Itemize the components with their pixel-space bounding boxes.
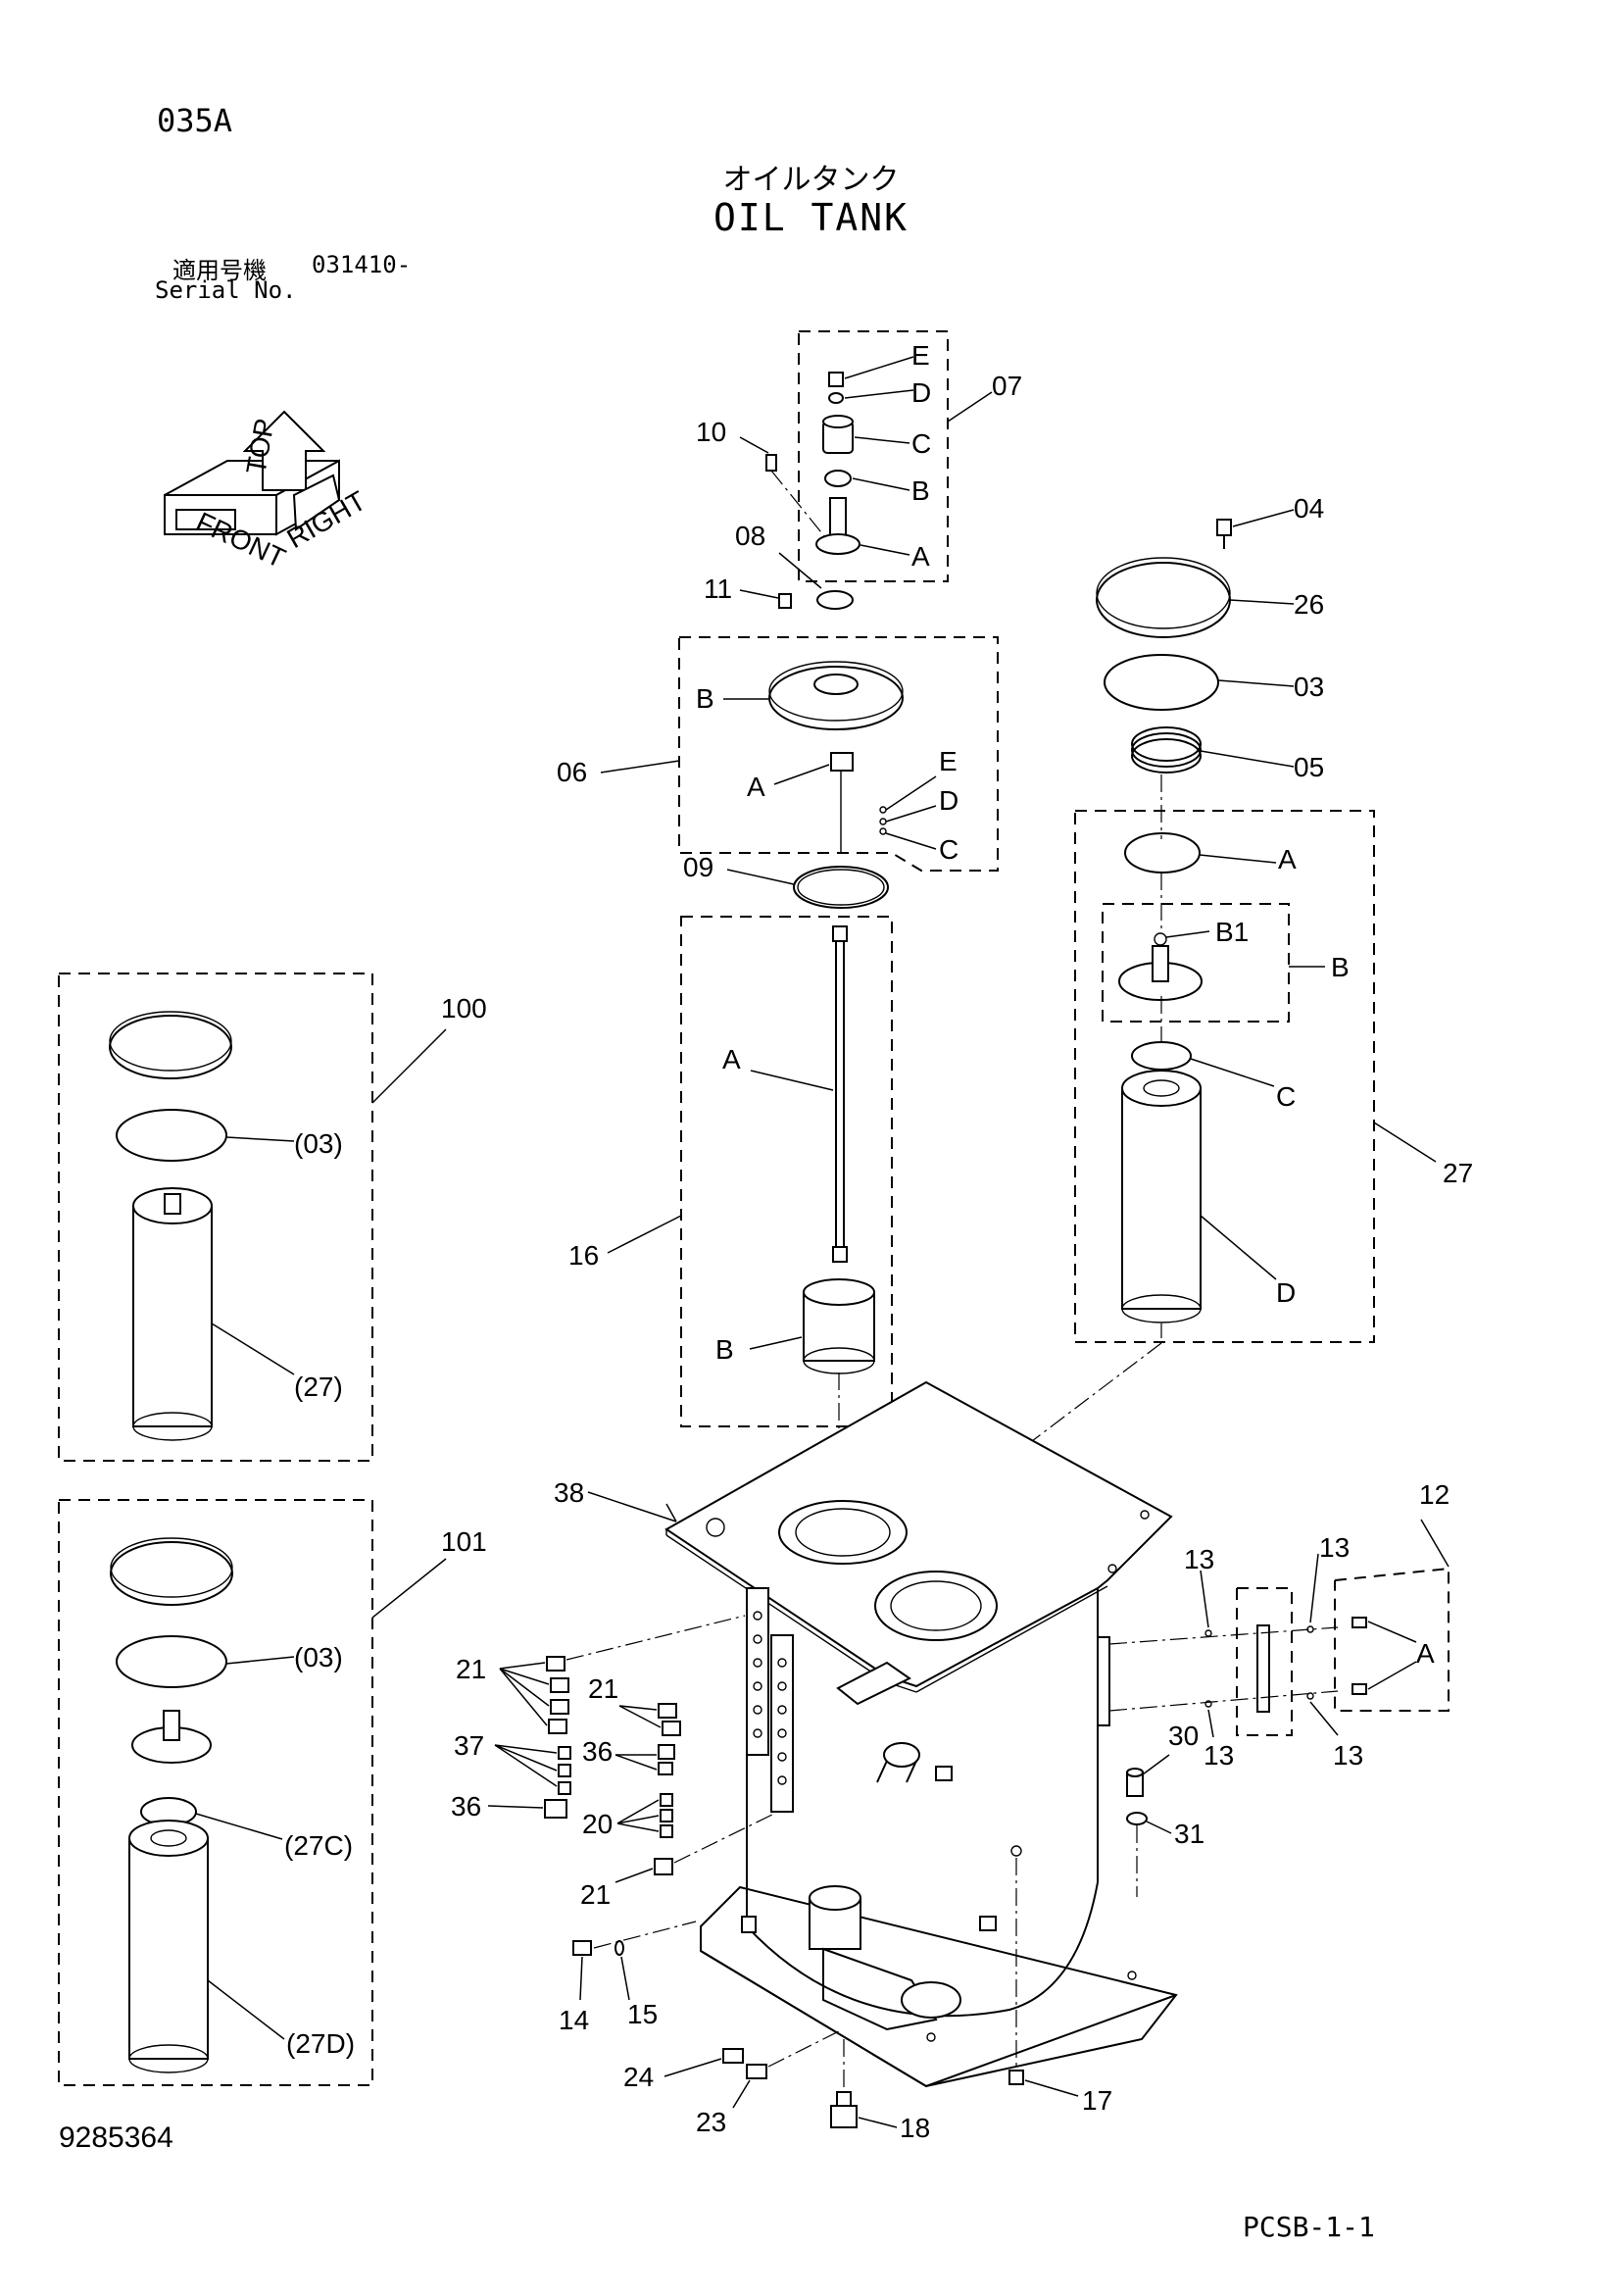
callout-07-d: D <box>911 377 931 408</box>
callout-27: 27 <box>1443 1158 1473 1188</box>
part-36-fitting <box>487 1799 567 1819</box>
callout-07-c: C <box>911 428 931 459</box>
part-11-bolt <box>739 589 792 609</box>
callout-13-b: 13 <box>1319 1532 1350 1563</box>
serial-label: Serial No. <box>155 276 297 304</box>
callout-07: 07 <box>992 371 1022 401</box>
part-100-filter-kit <box>58 973 447 1462</box>
callout-27-c: C <box>1276 1081 1296 1112</box>
callout-36-b: 36 <box>582 1736 613 1767</box>
callout-18: 18 <box>900 2113 930 2143</box>
sheet-reference: PCSB-1-1 <box>1243 2211 1375 2243</box>
callout-100-03: (03) <box>294 1128 343 1159</box>
part-38-oil-tank <box>587 1380 1178 2088</box>
orientation-arrow-icon: FRONT TOP RIGHT <box>164 410 370 574</box>
callout-03: 03 <box>1294 672 1324 702</box>
part-18-drain-valve <box>830 2039 898 2128</box>
callout-36-a: 36 <box>451 1791 481 1822</box>
callout-101-27c: (27C) <box>284 1830 353 1861</box>
callout-06-b: B <box>696 683 714 714</box>
part-17-plug <box>1008 1858 1079 2097</box>
serial-number: 031410- <box>312 251 412 278</box>
callout-06: 06 <box>557 757 587 787</box>
callout-26: 26 <box>1294 589 1324 620</box>
callout-30: 30 <box>1168 1721 1199 1751</box>
callout-11: 11 <box>704 574 732 604</box>
callout-13-c: 13 <box>1204 1740 1234 1771</box>
callout-15: 15 <box>627 1999 658 2029</box>
serial-label-japanese: 適用号機 <box>172 257 267 284</box>
part-16-level-gauge <box>607 916 893 1480</box>
callout-07-a: A <box>911 541 930 572</box>
callout-06-c: C <box>939 834 958 865</box>
part-31-washer <box>1126 1812 1172 1897</box>
part-08-o-ring <box>778 552 854 610</box>
part-24-fitting <box>664 2048 744 2077</box>
document-number: 9285364 <box>59 2121 173 2154</box>
callout-07-b: B <box>911 475 930 506</box>
part-07-cap-assembly <box>798 330 993 582</box>
callout-14: 14 <box>559 2005 589 2035</box>
callout-16-a: A <box>722 1044 741 1074</box>
part-27-filter-assembly <box>930 774 1437 1519</box>
part-09-o-ring <box>726 866 889 909</box>
part-04-bolt <box>1216 509 1295 549</box>
callout-100-27: (27) <box>294 1372 343 1402</box>
page-code: 035A <box>157 102 233 139</box>
callout-27-b: B <box>1331 952 1350 982</box>
part-21-fitting-group <box>499 1615 746 1734</box>
part-21-fitting-group-2 <box>614 1703 775 1883</box>
callout-04: 04 <box>1294 493 1324 524</box>
part-12-sight-gauge-assembly <box>1108 1519 1450 1738</box>
callout-07-e: E <box>911 340 930 371</box>
part-03-o-ring <box>1104 654 1295 711</box>
page-title-japanese: オイルタンク <box>722 163 900 197</box>
callout-23: 23 <box>696 2107 726 2137</box>
callout-27-d: D <box>1276 1277 1296 1308</box>
part-10-screw <box>739 436 826 538</box>
callout-12-a: A <box>1416 1638 1435 1669</box>
callout-06-a: A <box>747 772 765 802</box>
callout-24: 24 <box>623 2062 654 2092</box>
part-26-cover <box>1096 557 1295 638</box>
part-15-o-ring <box>593 1921 697 2001</box>
callout-31: 31 <box>1174 1819 1204 1849</box>
callout-101: 101 <box>441 1526 487 1557</box>
callout-05: 05 <box>1294 752 1324 782</box>
page-title: OIL TANK <box>713 196 909 239</box>
callout-06-d: D <box>939 785 958 816</box>
part-30-bolt <box>1126 1754 1170 1797</box>
callout-06-e: E <box>939 746 958 776</box>
part-05-spring <box>1131 726 1295 774</box>
callout-12: 12 <box>1419 1479 1450 1510</box>
callout-08: 08 <box>735 521 765 551</box>
callout-100: 100 <box>441 993 487 1023</box>
callout-38: 38 <box>554 1477 584 1508</box>
callout-16-b: B <box>715 1334 734 1365</box>
part-23-fitting <box>732 2028 844 2109</box>
callout-27-b1: B1 <box>1215 917 1249 947</box>
callout-10: 10 <box>696 417 726 447</box>
callout-21-a: 21 <box>456 1654 486 1684</box>
callout-21-c: 21 <box>580 1879 611 1910</box>
callout-09: 09 <box>683 852 713 882</box>
callout-27-a: A <box>1278 844 1297 874</box>
callout-16: 16 <box>568 1240 599 1271</box>
callout-13-a: 13 <box>1184 1544 1214 1574</box>
callout-20: 20 <box>582 1809 613 1839</box>
part-06-cover-assembly <box>600 636 999 872</box>
callout-17: 17 <box>1082 2085 1112 2116</box>
part-37-fitting-group <box>494 1744 571 1795</box>
callout-37: 37 <box>454 1730 484 1761</box>
callout-101-27d: (27D) <box>286 2028 355 2059</box>
callout-101-03: (03) <box>294 1642 343 1672</box>
part-101-filter-kit <box>58 1499 447 2086</box>
callout-13-d: 13 <box>1333 1740 1363 1771</box>
callout-21-b: 21 <box>588 1673 618 1704</box>
part-14-plug <box>572 1940 592 2001</box>
